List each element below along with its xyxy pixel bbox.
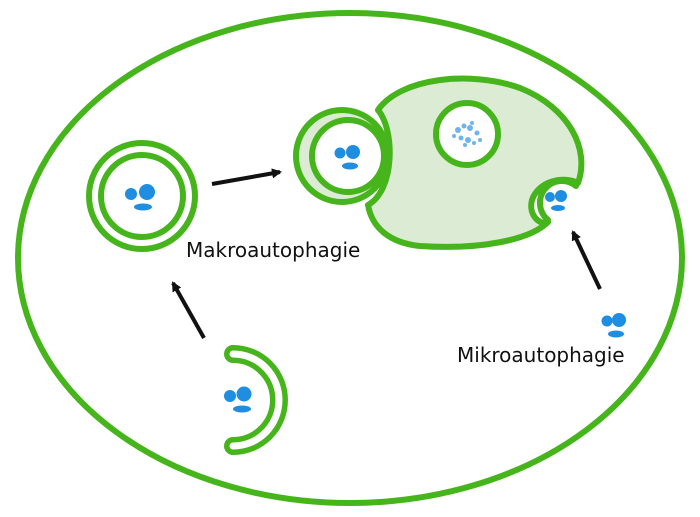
micro-invagination [536, 177, 579, 223]
microautophagy-label: Mikroautophagie [457, 343, 625, 367]
cargo-icon [545, 190, 567, 211]
arrow-icon [171, 281, 206, 339]
degraded-vesicle [433, 100, 501, 168]
cell-membrane [15, 10, 685, 506]
arrow-icon [211, 168, 282, 186]
macroautophagy-label: Makroautophagie [186, 238, 361, 262]
cargo-icon [334, 145, 360, 170]
phagophore [224, 345, 288, 455]
fusing-autophagosome [293, 107, 391, 205]
arrow-icon [571, 230, 602, 290]
cargo-icon [125, 184, 155, 211]
degraded-cargo-icon [452, 121, 482, 147]
cargo-icon [224, 386, 252, 413]
cargo-icon [601, 313, 626, 338]
autophagosome [86, 140, 198, 252]
